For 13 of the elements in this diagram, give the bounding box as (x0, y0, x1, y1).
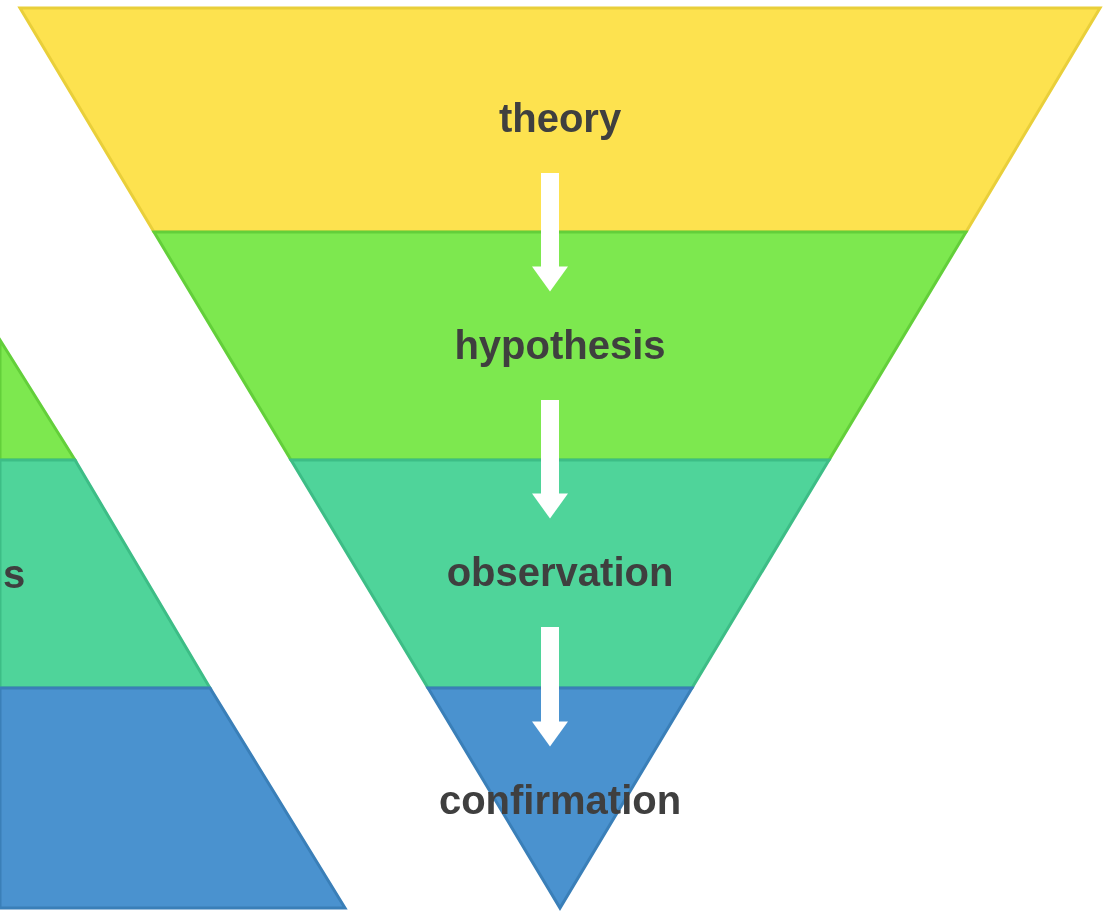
funnel-band (0, 688, 345, 908)
band-label: hypothesis (454, 325, 666, 365)
funnel-band (0, 340, 75, 460)
funnel-band (0, 460, 210, 688)
band-label: theory (498, 98, 622, 138)
band-label: observation (446, 552, 674, 592)
arrow (532, 627, 568, 747)
funnel-band (154, 232, 966, 460)
arrow (532, 400, 568, 519)
funnel-band (20, 8, 1100, 232)
band-label: s (2, 554, 26, 594)
funnel-band (291, 460, 829, 688)
arrow (532, 173, 568, 292)
